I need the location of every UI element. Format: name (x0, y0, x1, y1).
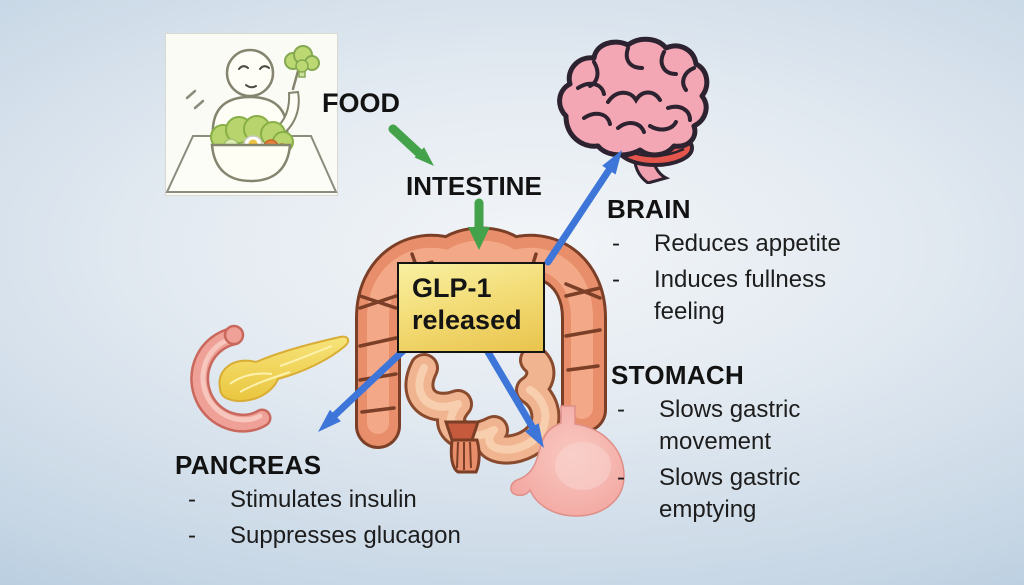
list-item: - Slows gastric movement (615, 394, 855, 458)
pancreas-bullet-2: Suppresses glucagon (230, 522, 461, 550)
glp1-released-box: GLP-1 released (397, 262, 545, 353)
intestine-illustration (355, 226, 607, 474)
list-item: - Slows gastric emptying (615, 462, 855, 526)
bullet-dash: - (617, 396, 625, 423)
stomach-bullet-1: Slows gastric movement (659, 396, 801, 456)
blue-arrow-to-brain-icon (544, 150, 622, 266)
food-label: FOOD (322, 88, 400, 118)
pancreas-section-title: PANCREAS (175, 450, 322, 480)
green-arrow-intestine-down-icon (468, 198, 490, 250)
stomach-section-title: STOMACH (611, 360, 745, 390)
bullet-dash: - (188, 486, 196, 513)
bullet-dash: - (188, 522, 196, 550)
list-item: - Reduces appetite (610, 228, 875, 260)
glp1-box-line2: released (412, 305, 522, 336)
blue-arrow-to-stomach-icon (484, 348, 544, 448)
stomach-bullet-list: - Slows gastric movement - Slows gastric… (615, 394, 855, 531)
brain-illustration (557, 36, 710, 184)
pancreas-bullet-1: Stimulates insulin (230, 486, 417, 513)
person-eating-illustration (165, 33, 338, 196)
green-arrow-food-to-intestine-icon (388, 124, 434, 166)
brain-bullet-list: - Reduces appetite - Induces fullness fe… (610, 228, 875, 332)
list-item: - Induces fullness feeling (610, 264, 875, 328)
stomach-bullet-2: Slows gastric emptying (659, 464, 801, 524)
brain-section-title: BRAIN (607, 194, 691, 224)
pancreas-bullet-list: - Stimulates insulin - Suppresses glucag… (186, 484, 516, 556)
list-item: - Stimulates insulin (186, 484, 516, 516)
bullet-dash: - (612, 266, 620, 294)
stomach-illustration (510, 405, 625, 517)
pancreas-illustration (190, 324, 350, 433)
blue-arrow-to-pancreas-icon (318, 346, 408, 432)
bullet-dash: - (617, 464, 625, 492)
glp1-box-line1: GLP-1 (412, 273, 492, 303)
list-item: - Suppresses glucagon (186, 520, 516, 552)
brain-bullet-1: Reduces appetite (654, 230, 841, 257)
bullet-dash: - (612, 230, 620, 257)
intestine-label: INTESTINE (406, 171, 542, 201)
brain-bullet-2: Induces fullness feeling (654, 266, 827, 326)
